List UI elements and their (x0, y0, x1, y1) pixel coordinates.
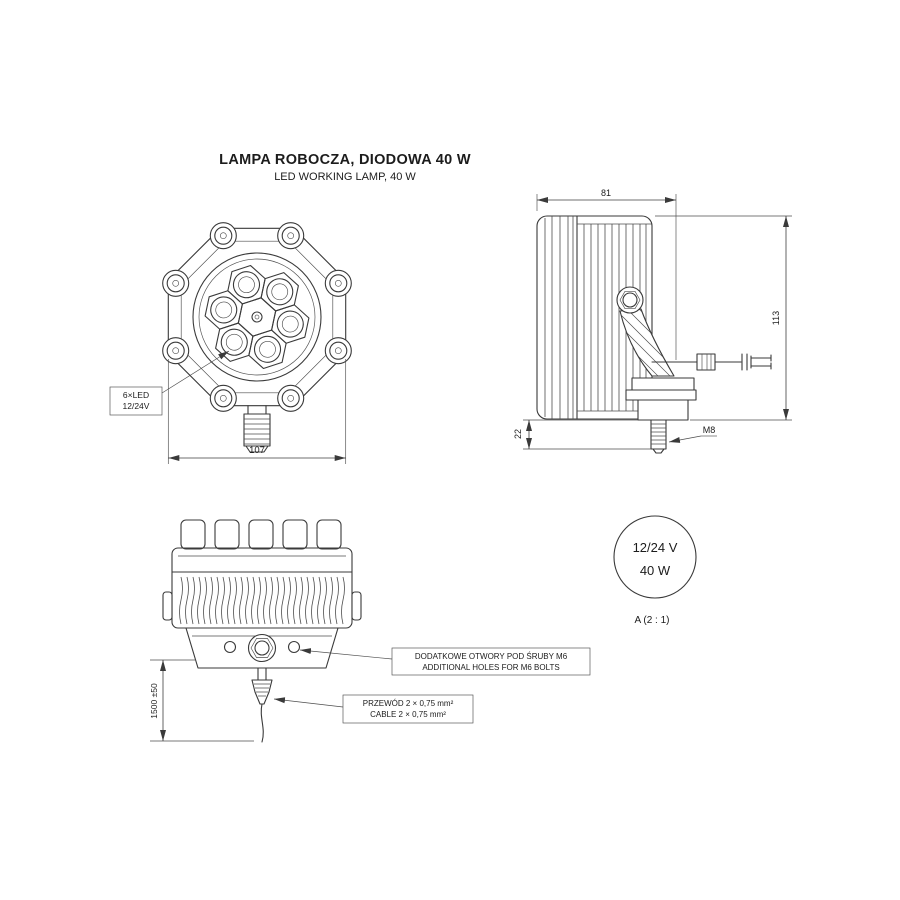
dim-width-value: 107 (249, 445, 265, 456)
dim-height-value: 113 (771, 311, 781, 325)
detail-circle (613, 515, 697, 599)
cable-callout: PRZEWÓD 2 × 0,75 mm² CABLE 2 × 0,75 mm² (273, 694, 474, 724)
m6-hole-right (287, 640, 301, 654)
detail-view: 12/24 V 40 W A (2 : 1) (613, 515, 697, 626)
mounting-bracket-bottom (185, 627, 339, 669)
holes-label-leader (299, 648, 393, 660)
drawing-title-pl: LAMPA ROBOCZA, DIODOWA 40 W (219, 152, 471, 168)
led-label-line1: 6×LED (123, 390, 149, 400)
lamp-face-ring-outer (192, 252, 322, 382)
side-view: 81 113 22 M8 (513, 188, 792, 454)
housing-octagon-outer (167, 227, 347, 407)
led-lenses (210, 271, 304, 363)
mounting-stud-front (243, 405, 271, 453)
thread-callout: M8 (668, 425, 717, 443)
center-screw-icon (251, 311, 263, 323)
top-fin-tabs (180, 519, 342, 550)
bracket-arm (619, 308, 675, 377)
led-label-box (109, 386, 163, 416)
power-cable-side (651, 353, 772, 371)
dim-stud-value: 22 (513, 429, 523, 439)
led-callout: 6×LED 12/24V (109, 350, 230, 416)
mounting-stud-side (650, 419, 667, 454)
dim-cable-1500: 1500 ±50 (149, 659, 254, 742)
holes-label-pl: DODATKOWE OTWORY POD ŚRUBY M6 (415, 652, 568, 661)
bracket-nut (247, 633, 277, 663)
led-cluster (204, 264, 310, 370)
bottom-view: 1500 ±50 DODATKOWE OTWORY POD ŚRUBY M6 A… (149, 519, 591, 743)
heatsink-fins-bottom (179, 576, 345, 625)
dim-height-113: 113 (655, 215, 792, 421)
lamp-face-ring-inner (198, 258, 316, 376)
housing-octagon-inner (180, 240, 334, 394)
dim-stud-22: 22 (513, 419, 651, 450)
cable-label-leader (273, 697, 344, 708)
bezel-lines (544, 216, 574, 419)
cable-line-bottom (260, 703, 264, 743)
bottom-body-outline (171, 547, 353, 629)
title-block: LAMPA ROBOCZA, DIODOWA 40 W LED WORKING … (219, 152, 471, 183)
side-tab-left (162, 591, 173, 621)
cable-label-box (342, 694, 474, 724)
cable-bottom (251, 667, 273, 743)
thread-leader (668, 435, 702, 443)
thread-label: M8 (703, 425, 716, 435)
detail-power: 40 W (640, 563, 671, 578)
dim-depth-81: 81 (536, 188, 677, 360)
led-label-line2: 12/24V (123, 401, 150, 411)
housing-bolts (162, 222, 352, 412)
holes-label-en: ADDITIONAL HOLES FOR M6 BOLTS (422, 663, 559, 672)
bracket-pivot (616, 286, 644, 314)
side-body-outline (536, 215, 653, 420)
detail-scale-label: A (2 : 1) (634, 615, 669, 626)
drawing-title-en: LED WORKING LAMP, 40 W (274, 171, 416, 183)
cable-label-en: CABLE 2 × 0,75 mm² (370, 710, 446, 719)
bracket-foot (625, 377, 697, 421)
holes-callout: DODATKOWE OTWORY POD ŚRUBY M6 ADDITIONAL… (299, 647, 591, 676)
cable-label-pl: PRZEWÓD 2 × 0,75 mm² (363, 699, 454, 708)
cable-connector (696, 353, 716, 371)
dim-depth-value: 81 (601, 188, 611, 198)
led-label-leader (161, 350, 230, 394)
dim-cable-length-value: 1500 ±50 (149, 683, 159, 719)
side-tab-right (351, 591, 362, 621)
detail-voltage: 12/24 V (633, 540, 678, 555)
m6-hole-left (223, 640, 237, 654)
holes-label-box (391, 647, 591, 676)
dim-width-107: 107 (167, 359, 347, 464)
front-view: 107 6×LED 12/24V (109, 222, 352, 464)
wire-terminals (741, 353, 772, 371)
